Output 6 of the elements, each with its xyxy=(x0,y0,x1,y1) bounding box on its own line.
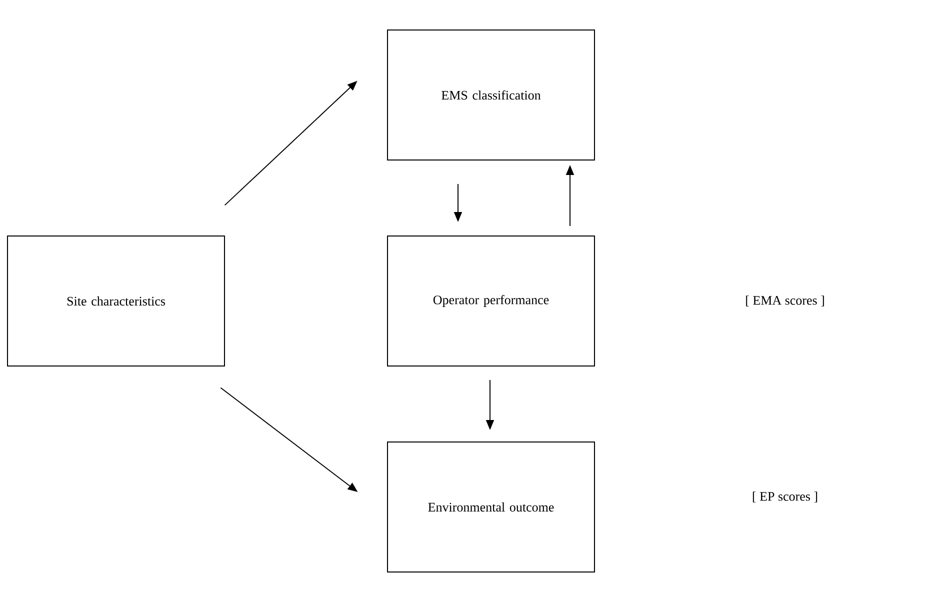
process-box: Environmental outcome xyxy=(387,442,595,572)
score-label: [ EP scores ] xyxy=(752,492,818,502)
process-box: EMS classification xyxy=(387,30,595,160)
process-box: Site characteristics xyxy=(7,236,225,366)
score-label: [ EMA scores ] xyxy=(746,296,824,306)
process-box: Operator performance xyxy=(387,236,595,366)
